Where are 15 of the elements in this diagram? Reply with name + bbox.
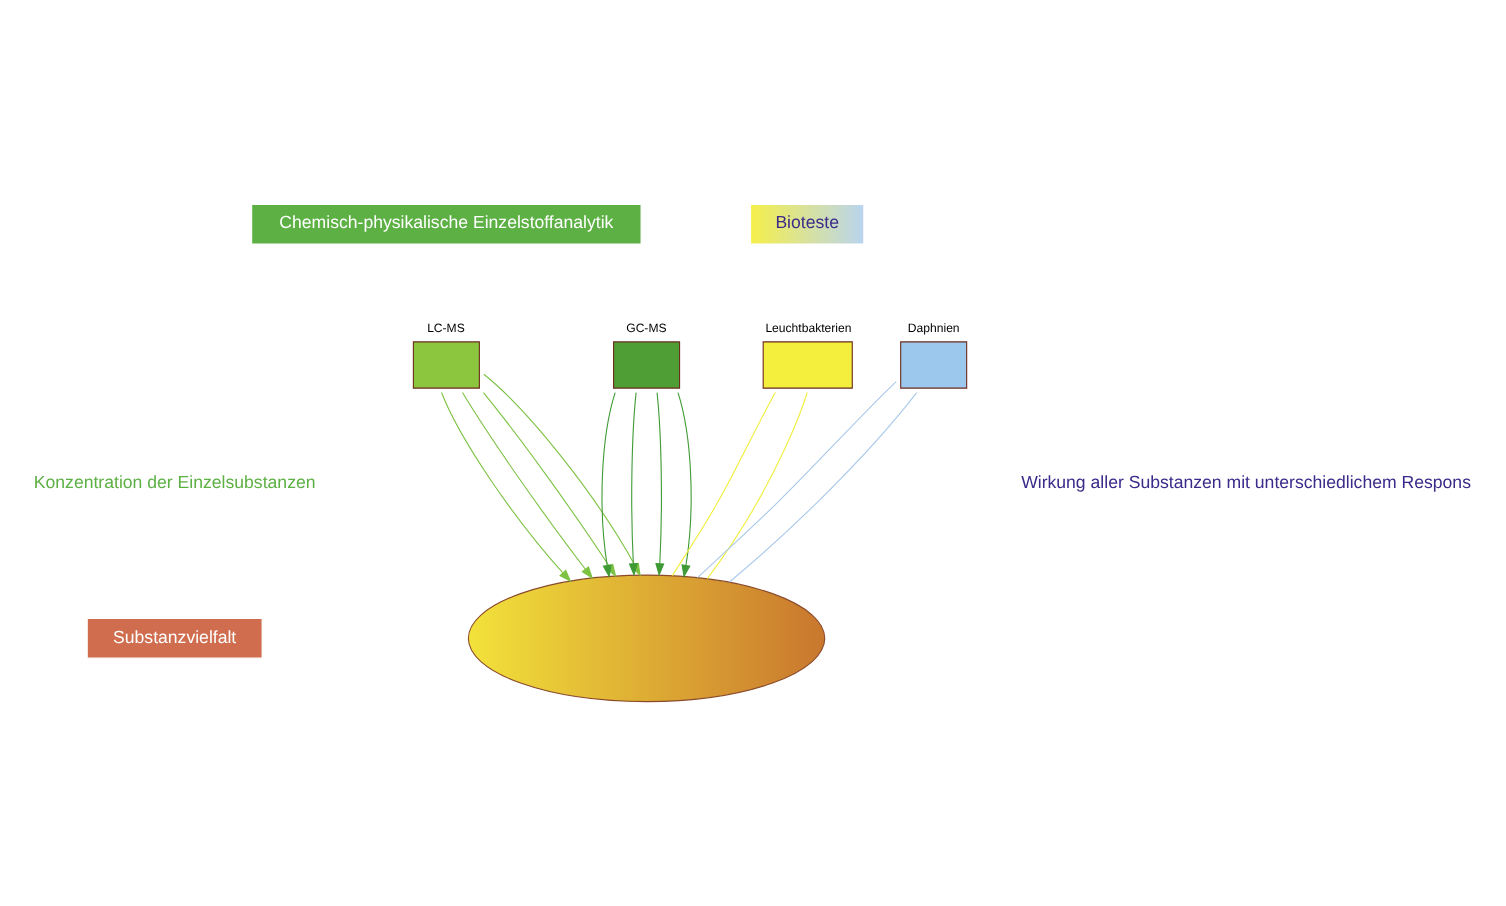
arrow — [655, 392, 665, 577]
connector — [728, 392, 918, 583]
node-box: Bioteste — [750, 203, 865, 245]
node-box: Chemisch-physikalische Einzelstoffanalytik — [251, 203, 642, 245]
arrow — [677, 392, 692, 578]
connector — [696, 381, 897, 579]
arrow — [461, 392, 594, 580]
label: Wirkung aller Substanzen mit unterschiedlichem Respons — [1021, 471, 1471, 492]
connector — [706, 391, 808, 580]
connector — [671, 391, 776, 577]
arrow — [628, 392, 638, 577]
node-box: Substanzvielfalt — [86, 618, 263, 659]
node-ellipse — [467, 574, 826, 703]
label: Konzentration der Einzelsubstanzen — [33, 471, 316, 492]
arrow — [441, 392, 572, 583]
